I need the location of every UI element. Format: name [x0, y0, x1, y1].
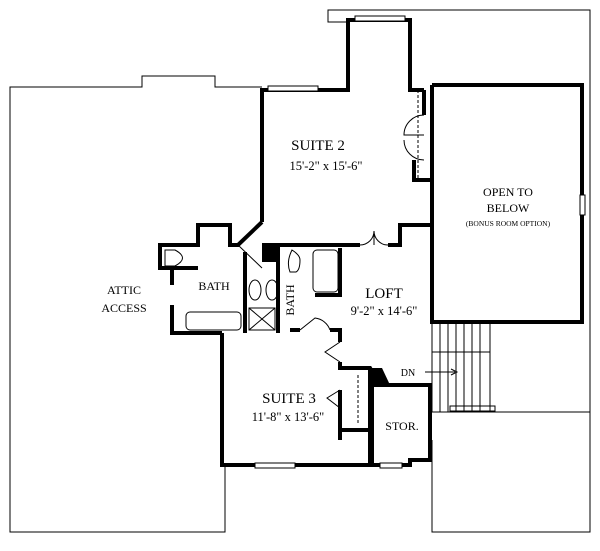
tub-icon: [185, 311, 242, 331]
doors: [237, 90, 425, 425]
toilet-icon: [287, 249, 301, 273]
sink-icon: [265, 279, 279, 301]
wall-fill: [370, 368, 390, 385]
shower-icon: [248, 307, 276, 331]
fixtures: [164, 249, 339, 331]
bath2-name: BATH: [283, 284, 297, 316]
sink-icon: [248, 279, 262, 301]
open-below-line1: OPEN TO: [483, 185, 533, 199]
stairs: [425, 321, 491, 413]
open-below-line2: BELOW: [487, 201, 530, 215]
open-below-note: (BONUS ROOM OPTION): [466, 219, 551, 228]
storage-name: STOR.: [385, 419, 418, 433]
toilet-icon: [164, 249, 183, 267]
attic-line2: ACCESS: [101, 301, 146, 315]
suite3-size: 11'-8" x 13'-6": [252, 410, 325, 424]
suite2-size: 15'-2" x 15'-6": [289, 159, 362, 173]
loft-size: 9'-2" x 14'-6": [351, 304, 418, 318]
suite3-name: SUITE 3: [262, 391, 316, 407]
stairs-down-label: DN: [401, 368, 415, 379]
attic-line1: ATTIC: [107, 283, 141, 297]
suite2-name: SUITE 2: [291, 138, 345, 154]
wall-fill: [262, 245, 278, 262]
loft-name: LOFT: [365, 286, 403, 302]
bath1-name: BATH: [198, 279, 230, 293]
tub-icon: [312, 249, 339, 293]
